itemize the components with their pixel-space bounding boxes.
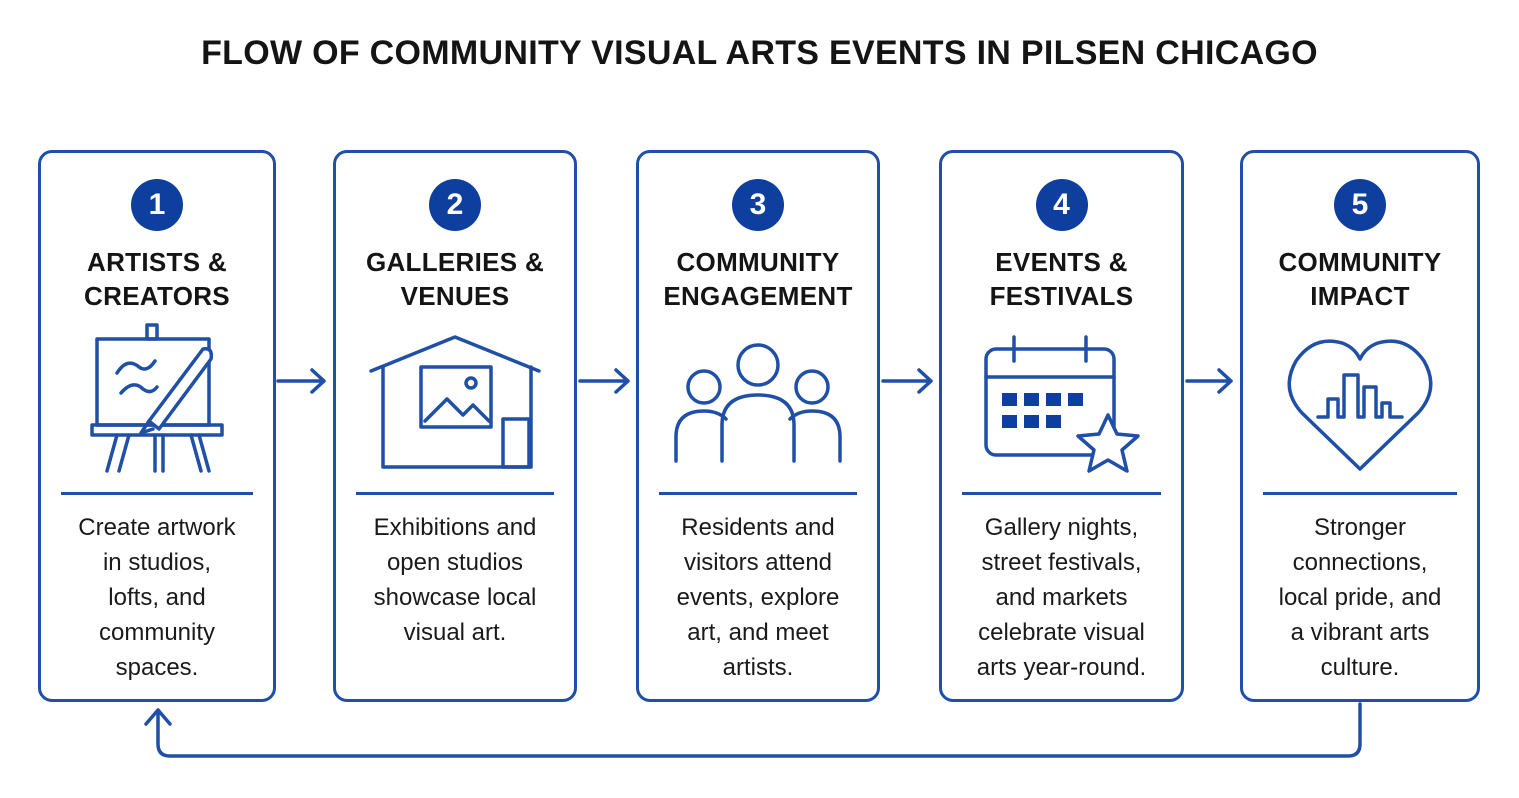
desc-line: street festivals, (981, 549, 1142, 576)
desc-line: Gallery nights, (984, 514, 1139, 541)
flow-arrow-right-icon (1185, 368, 1233, 394)
step-title: COMMUNITY IMPACT (1251, 245, 1469, 313)
desc-line: Stronger (1313, 514, 1407, 541)
desc-line: spaces. (115, 654, 199, 681)
step-card-impact: 5 COMMUNITY IMPACT Stronger connections,… (1240, 150, 1480, 702)
step-number-badge: 4 (1035, 179, 1088, 231)
step-title-line: EVENTS & (995, 247, 1128, 277)
desc-line: visual art. (403, 619, 507, 646)
step-number-badge: 5 (1334, 179, 1386, 231)
desc-line: Create artwork (78, 514, 236, 541)
divider (356, 492, 554, 495)
step-card-events: 4 EVENTS & FESTIVALS Gallery nights, str… (939, 150, 1184, 702)
step-title-line: COMMUNITY (676, 247, 840, 277)
desc-line: connections, (1292, 549, 1428, 576)
divider (962, 492, 1161, 495)
easel-paintbrush-icon (87, 323, 227, 478)
desc-line: art, and meet (687, 619, 829, 646)
step-title-line: ENGAGEMENT (663, 281, 853, 311)
step-title-line: COMMUNITY (1278, 247, 1442, 277)
desc-line: culture. (1320, 654, 1400, 681)
desc-line: a vibrant arts (1290, 619, 1430, 646)
people-group-icon (672, 341, 844, 470)
step-card-engagement: 3 COMMUNITY ENGAGEMENT Residents and vis… (636, 150, 880, 702)
desc-line: local pride, and (1278, 584, 1442, 611)
step-description: Gallery nights, street festivals, and ma… (956, 510, 1167, 685)
step-description: Exhibitions and open studios showcase lo… (350, 510, 560, 650)
desc-line: celebrate visual (978, 619, 1145, 646)
step-number-badge: 1 (131, 179, 183, 231)
step-description: Create artwork in studios, lofts, and co… (55, 510, 259, 685)
step-title-line: VENUES (400, 281, 510, 311)
desc-line: and markets (995, 584, 1128, 611)
diagram-title: FLOW OF COMMUNITY VISUAL ARTS EVENTS IN … (201, 34, 1318, 72)
step-title-line: IMPACT (1310, 281, 1410, 311)
divider (1263, 492, 1457, 495)
step-title-line: CREATORS (84, 281, 230, 311)
heart-city-icon (1286, 335, 1434, 480)
divider (659, 492, 857, 495)
flow-arrow-right-icon (881, 368, 933, 394)
desc-line: lofts, and (108, 584, 206, 611)
step-card-galleries: 2 GALLERIES & VENUES Exhibitions and ope… (333, 150, 577, 702)
desc-line: Residents and (681, 514, 835, 541)
flow-arrow-right-icon (578, 368, 630, 394)
step-number-badge: 3 (732, 179, 784, 231)
flow-arrow-right-icon (276, 368, 326, 394)
desc-line: arts year-round. (976, 654, 1147, 681)
step-title: GALLERIES & VENUES (344, 245, 566, 313)
divider (61, 492, 253, 495)
desc-line: in studios, (102, 549, 212, 576)
step-number-badge: 2 (429, 179, 481, 231)
step-title-line: FESTIVALS (989, 281, 1134, 311)
step-description: Stronger connections, local pride, and a… (1257, 510, 1463, 685)
desc-line: Exhibitions and (373, 514, 537, 541)
desc-line: community (98, 619, 216, 646)
calendar-star-icon (980, 333, 1144, 482)
step-title-line: ARTISTS & (87, 247, 227, 277)
step-title: COMMUNITY ENGAGEMENT (647, 245, 869, 313)
desc-line: visitors attend (683, 549, 833, 576)
desc-line: events, explore (676, 584, 840, 611)
step-title: ARTISTS & CREATORS (49, 245, 265, 313)
step-title-line: GALLERIES & (365, 247, 545, 277)
gallery-building-icon (367, 333, 543, 478)
desc-line: showcase local (373, 584, 537, 611)
desc-line: open studios (386, 549, 524, 576)
step-description: Residents and visitors attend events, ex… (653, 510, 863, 685)
step-title: EVENTS & FESTIVALS (950, 245, 1173, 313)
desc-line: artists. (722, 654, 794, 681)
step-card-artists: 1 ARTISTS & CREATORS Create artwork in s… (38, 150, 276, 702)
